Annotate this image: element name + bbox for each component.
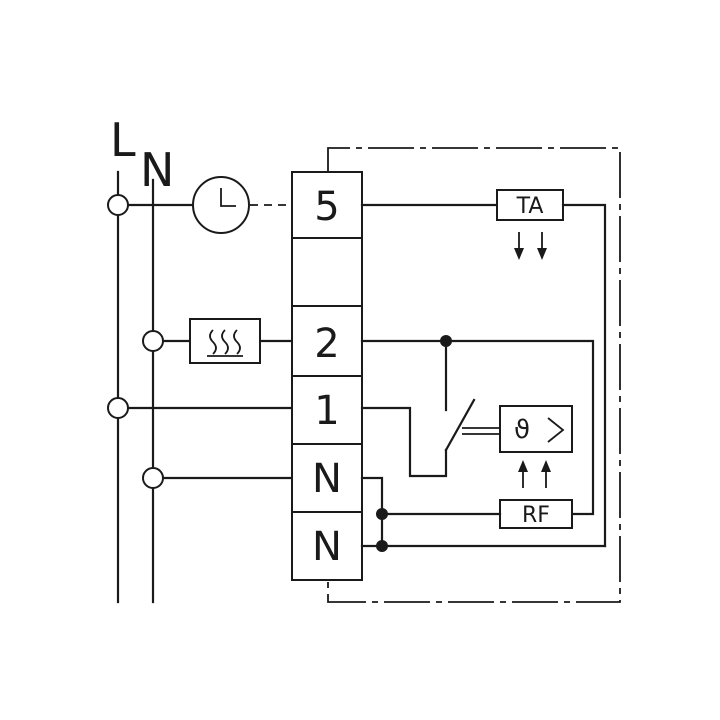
terminal-label-5: 5 [314,184,339,230]
ta-label: TA [516,194,544,219]
node-l-clock [107,194,129,216]
node-l-t1 [107,397,129,419]
heat-waves-icon [207,329,243,357]
thermostat-icon: ϑ [514,415,565,445]
junction-n-bottom [376,540,388,552]
wire-t1-switch [360,406,448,478]
switch-contact [444,398,476,452]
rail-label-l: L [110,113,136,167]
terminal-label-n-top: N [312,456,342,502]
node-n-heater [142,330,164,352]
terminal-blank [291,237,363,307]
svg-text:ϑ: ϑ [514,415,530,445]
rail-label-n: N [140,143,174,197]
terminal-label-n-bottom: N [312,524,342,570]
junction-n-top [376,508,388,520]
rf-label: RF [522,503,550,528]
housing-outline [327,147,621,603]
terminal-block: 5 2 1 N N [291,171,363,581]
wire-tn-top [360,476,384,548]
rf-arrows-icon [518,460,551,488]
node-n-tn [142,467,164,489]
clock-hands-icon [220,188,236,207]
wire-t2 [360,339,595,516]
wire-ta-return [561,203,607,548]
ta-box [496,189,564,221]
ta-arrows-icon [514,232,547,260]
terminal-n-bottom [291,511,363,581]
terminal-label-2: 2 [314,321,339,367]
thermostat-box [499,405,573,453]
rf-box [499,499,573,529]
terminal-label-1: 1 [314,388,339,434]
